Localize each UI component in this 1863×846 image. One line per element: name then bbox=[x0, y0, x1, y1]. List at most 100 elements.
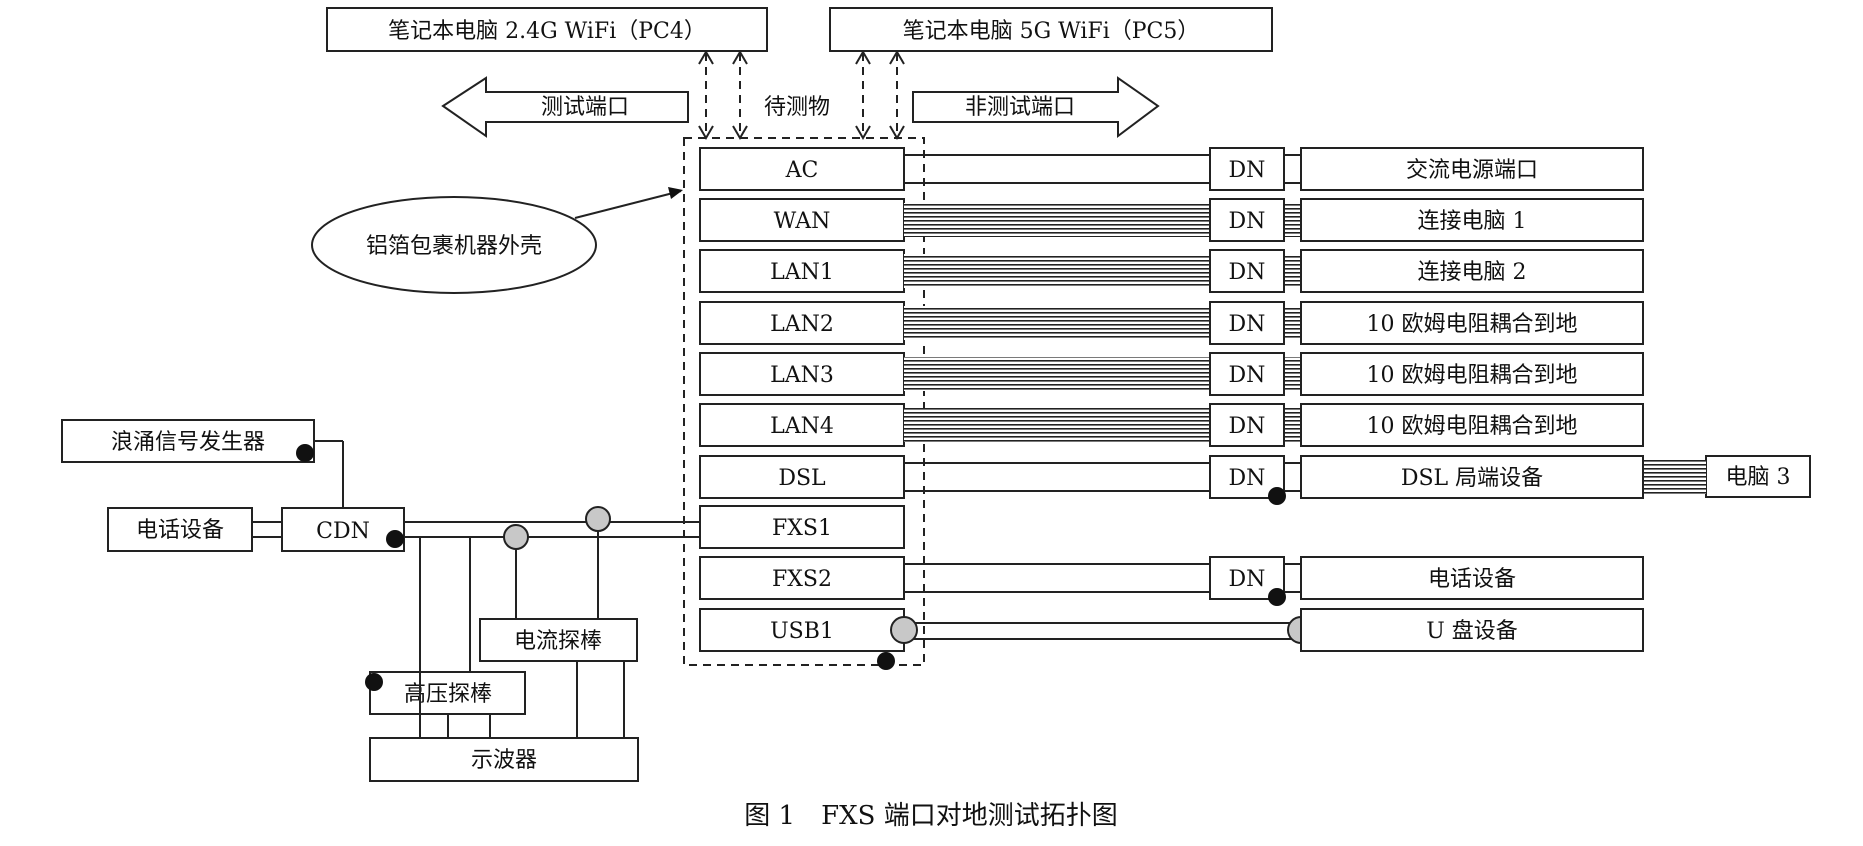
device-usb1: U 盘设备 bbox=[1300, 608, 1644, 652]
multi-wire-cable bbox=[1284, 306, 1301, 340]
port-label: LAN3 bbox=[770, 363, 834, 388]
port-cables bbox=[890, 154, 1315, 644]
pc5-laptop-box: 笔记本电脑 5G WiFi（PC5） bbox=[829, 7, 1273, 52]
phone-left-label: 电话设备 bbox=[136, 518, 224, 543]
test-port-arrow: 测试端口 bbox=[441, 76, 689, 138]
multi-wire-cable bbox=[1284, 357, 1301, 391]
dn-label: DN bbox=[1229, 466, 1266, 491]
device-label: 电话设备 bbox=[1428, 567, 1516, 592]
device-label: 连接电脑 2 bbox=[1418, 260, 1527, 285]
port-lan3: LAN3 bbox=[699, 352, 905, 396]
non-test-port-arrow: 非测试端口 bbox=[912, 76, 1160, 138]
dn-box: DN bbox=[1209, 301, 1285, 345]
dsl-to-pc3-cable bbox=[1644, 460, 1706, 494]
hv-probe-label: 高压探棒 bbox=[404, 682, 492, 707]
port-lan2: LAN2 bbox=[699, 301, 905, 345]
probe-point-current bbox=[585, 506, 611, 532]
dn-label: DN bbox=[1229, 158, 1266, 183]
multi-wire-cable bbox=[904, 408, 1210, 442]
port-label: LAN1 bbox=[770, 260, 834, 285]
device-label: 10 欧姆电阻耦合到地 bbox=[1367, 414, 1578, 439]
port-label: USB1 bbox=[770, 619, 834, 644]
dn-label: DN bbox=[1229, 363, 1266, 388]
port-label: WAN bbox=[774, 209, 831, 234]
dn-box: DN bbox=[1209, 403, 1285, 447]
dn-box: DN bbox=[1209, 556, 1286, 606]
multi-wire-cable bbox=[904, 203, 1210, 237]
port-fxs1: FXS1 bbox=[699, 505, 905, 549]
dn-label: DN bbox=[1229, 260, 1266, 285]
multi-wire-cable bbox=[1284, 254, 1301, 288]
device-label: 10 欧姆电阻耦合到地 bbox=[1367, 312, 1578, 337]
device-dsl: DSL 局端设备 bbox=[1300, 455, 1644, 499]
dn-box: DN bbox=[1209, 249, 1285, 293]
phone-box-left: 电话设备 bbox=[107, 507, 253, 552]
device-label: DSL 局端设备 bbox=[1401, 466, 1543, 491]
port-lan1: LAN1 bbox=[699, 249, 905, 293]
device-label: 10 欧姆电阻耦合到地 bbox=[1367, 363, 1578, 388]
usb-connector bbox=[890, 616, 918, 644]
device-label: 连接电脑 1 bbox=[1418, 209, 1527, 234]
port-label: LAN4 bbox=[770, 414, 834, 439]
hv-probe-box: 高压探棒 bbox=[365, 671, 526, 715]
port-label: FXS1 bbox=[772, 516, 832, 541]
cdn-box: CDN bbox=[281, 507, 405, 552]
dn-label: DN bbox=[1229, 312, 1266, 337]
multi-wire-cable bbox=[1284, 203, 1301, 237]
dn-box: DN bbox=[1209, 352, 1285, 396]
dut-enclosure bbox=[683, 137, 925, 666]
dn-box: DN bbox=[1209, 198, 1285, 242]
foil-callout: 铝箔包裹机器外壳 bbox=[311, 187, 683, 294]
right-devices: DN 交流电源端口 DN 连接电脑 1 DN 连接电脑 2 DN 10 欧姆电阻耦合到地 DN 1… bbox=[1209, 147, 1644, 652]
port-wan: WAN bbox=[699, 198, 905, 242]
current-probe-label: 电流探棒 bbox=[514, 629, 602, 654]
device-fxs2: 电话设备 bbox=[1300, 556, 1644, 600]
pc4-laptop-box: 笔记本电脑 2.4G WiFi（PC4） bbox=[326, 7, 768, 52]
dut-ground-dot bbox=[877, 652, 895, 670]
probe-wiring bbox=[419, 531, 625, 738]
foil-label: 铝箔包裹机器外壳 bbox=[366, 234, 542, 259]
pc3-box: 电脑 3 bbox=[1705, 455, 1811, 498]
port-fxs2: FXS2 bbox=[699, 556, 905, 600]
port-label: FXS2 bbox=[772, 567, 832, 592]
multi-wire-cable bbox=[904, 357, 1210, 391]
pc5-label: 笔记本电脑 5G WiFi（PC5） bbox=[903, 19, 1200, 44]
device-label: 交流电源端口 bbox=[1406, 158, 1538, 183]
oscilloscope-label: 示波器 bbox=[471, 748, 537, 773]
multi-wire-cable bbox=[1284, 408, 1301, 442]
device-lan2: 10 欧姆电阻耦合到地 bbox=[1300, 301, 1644, 345]
surge-generator-label: 浪涌信号发生器 bbox=[111, 430, 265, 455]
pc3-label: 电脑 3 bbox=[1726, 465, 1791, 490]
device-lan3: 10 欧姆电阻耦合到地 bbox=[1300, 352, 1644, 396]
figure-caption: 图 1 FXS 端口对地测试拓扑图 bbox=[744, 801, 1117, 831]
oscilloscope-box: 示波器 bbox=[369, 737, 639, 782]
dn-label: DN bbox=[1229, 567, 1266, 592]
current-probe-box: 电流探棒 bbox=[479, 618, 638, 662]
device-wan: 连接电脑 1 bbox=[1300, 198, 1644, 242]
wifi-links bbox=[698, 50, 905, 140]
cdn-label: CDN bbox=[316, 519, 370, 544]
device-ac: 交流电源端口 bbox=[1300, 147, 1644, 191]
dn-box: DN bbox=[1209, 455, 1286, 505]
device-label: U 盘设备 bbox=[1426, 619, 1518, 644]
port-lan4: LAN4 bbox=[699, 403, 905, 447]
device-lan1: 连接电脑 2 bbox=[1300, 249, 1644, 293]
port-usb1: USB1 bbox=[699, 608, 905, 652]
dut-label: 待测物 bbox=[764, 95, 830, 120]
non-test-port-label: 非测试端口 bbox=[965, 95, 1075, 120]
port-label: LAN2 bbox=[770, 312, 834, 337]
surge-generator-box: 浪涌信号发生器 bbox=[61, 419, 315, 463]
dn-label: DN bbox=[1229, 209, 1266, 234]
device-lan4: 10 欧姆电阻耦合到地 bbox=[1300, 403, 1644, 447]
dn-box: DN bbox=[1209, 147, 1285, 191]
multi-wire-cable bbox=[904, 254, 1210, 288]
dn-label: DN bbox=[1229, 414, 1266, 439]
multi-wire-cable bbox=[904, 306, 1210, 340]
port-dsl: DSL bbox=[699, 455, 905, 499]
probe-point-voltage bbox=[503, 524, 529, 550]
test-port-label: 测试端口 bbox=[541, 95, 629, 120]
port-ac: AC bbox=[699, 147, 905, 191]
pc4-label: 笔记本电脑 2.4G WiFi（PC4） bbox=[388, 19, 706, 44]
